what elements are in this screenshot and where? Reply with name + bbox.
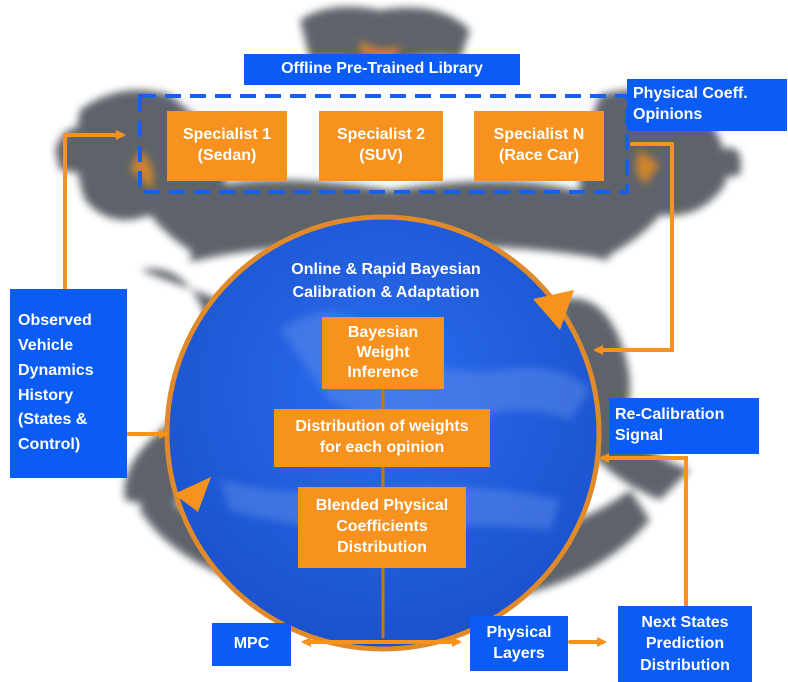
specialist-1-type: (Sedan) bbox=[197, 147, 257, 164]
specialist-1-box: Specialist 1 (Sedan) bbox=[167, 111, 287, 181]
step1-line1: Bayesian bbox=[347, 324, 419, 341]
weight-distribution-box: Distribution of weights for each opinion bbox=[274, 409, 490, 467]
history-line-4: History bbox=[18, 386, 74, 404]
specialist-1-name: Specialist 1 bbox=[182, 126, 272, 144]
physical-coeff-line2: Opinions bbox=[633, 106, 703, 123]
next-states-line1: Next States bbox=[641, 613, 729, 631]
step3-line3: Distribution bbox=[337, 538, 427, 556]
step3-line2: Coefficients bbox=[336, 518, 428, 536]
mpc-box: MPC bbox=[212, 623, 291, 666]
library-title-text: Offline Pre-Trained Library bbox=[281, 60, 483, 78]
step3-line1: Blended Physical bbox=[315, 497, 449, 515]
step2-line1: Distribution of weights bbox=[295, 418, 469, 436]
specialist-n-name: Specialist N bbox=[493, 126, 585, 144]
circle-title-line2: Calibration & Adaptation bbox=[292, 284, 480, 302]
step1-line3: Inference bbox=[347, 364, 419, 381]
step1-line2: Weight bbox=[356, 344, 410, 361]
recalibration-signal-box: Re-Calibration Signal bbox=[609, 398, 759, 454]
physical-layers-box: Physical Layers bbox=[470, 616, 568, 671]
physical-layers-line2: Layers bbox=[493, 644, 545, 662]
physical-coeff-opinions-box: Physical Coeff. Opinions bbox=[627, 79, 787, 131]
physical-layers-line1: Physical bbox=[486, 623, 552, 641]
next-states-line3: Distribution bbox=[640, 656, 730, 674]
observed-history-box: Observed Vehicle Dynamics History (State… bbox=[10, 289, 127, 478]
mpc-label: MPC bbox=[233, 635, 270, 653]
recalibration-line1: Re-Calibration bbox=[615, 406, 725, 424]
library-to-circle-arrow bbox=[593, 142, 674, 355]
library-frame bbox=[138, 94, 629, 194]
cycle-arrowhead-top-right bbox=[533, 290, 574, 330]
history-line-1: Observed bbox=[18, 312, 92, 330]
circle-title-line1: Online & Rapid Bayesian bbox=[291, 261, 481, 278]
prediction-to-recalibration-arrow bbox=[599, 453, 688, 607]
library-title: Offline Pre-Trained Library bbox=[244, 54, 520, 85]
blended-coefficients-box: Blended Physical Coefficients Distributi… bbox=[298, 487, 466, 568]
specialist-n-type: (Race Car) bbox=[498, 147, 580, 164]
specialist-2-box: Specialist 2 (SUV) bbox=[319, 111, 443, 181]
specialist-2-name: Specialist 2 bbox=[336, 126, 426, 144]
step2-line2: for each opinion bbox=[319, 439, 445, 456]
circle-title: Online & Rapid Bayesian Calibration & Ad… bbox=[252, 258, 520, 304]
history-line-2: Vehicle bbox=[18, 336, 74, 354]
history-line-5: (States & bbox=[18, 411, 88, 429]
recalibration-line2: Signal bbox=[615, 427, 664, 444]
next-states-prediction-box: Next States Prediction Distribution bbox=[618, 606, 752, 682]
physical-coeff-line1: Physical Coeff. bbox=[633, 85, 748, 103]
cycle-arrowhead-bottom-left bbox=[174, 477, 211, 512]
bayesian-weight-inference-box: Bayesian Weight Inference bbox=[322, 317, 444, 389]
history-to-library-arrow bbox=[63, 130, 126, 290]
specialist-n-box: Specialist N (Race Car) bbox=[474, 111, 604, 181]
next-states-line2: Prediction bbox=[645, 635, 725, 653]
specialist-2-type: (SUV) bbox=[359, 147, 403, 164]
history-line-3: Dynamics bbox=[18, 361, 94, 379]
history-line-6: Control) bbox=[18, 436, 81, 454]
